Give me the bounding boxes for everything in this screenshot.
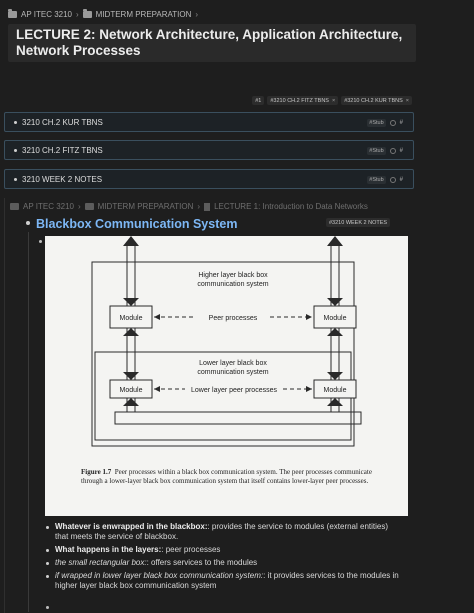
tag-chip[interactable]: #3210 CH.2 KUR TBNS× [341, 96, 412, 105]
figure-image: Higher layer black box communication sys… [45, 236, 408, 516]
page-title-box[interactable]: LECTURE 2: Network Architecture, Applica… [8, 24, 416, 62]
notes-list: Whatever is enwrapped in the blackbox:: … [40, 522, 400, 594]
note-text[interactable]: the small rectangular box:: offers servi… [55, 558, 258, 567]
embed-tags: #Stub # [367, 119, 403, 127]
module-label: Module [324, 315, 347, 322]
bullet-icon[interactable] [14, 177, 17, 181]
bullet-icon[interactable] [46, 562, 49, 565]
breadcrumb-item[interactable]: LECTURE 1: Introduction to Data Networks [214, 202, 368, 211]
stub-tag[interactable]: #Stub [367, 119, 386, 127]
bullet-icon[interactable] [39, 240, 42, 243]
embed-label[interactable]: 3210 WEEK 2 NOTES [22, 174, 103, 184]
breadcrumb-item[interactable]: AP ITEC 3210 [21, 9, 72, 19]
blackbox-diagram: Higher layer black box communication sys… [91, 236, 362, 447]
tag-label: #3210 WEEK 2 NOTES [329, 219, 388, 226]
hash-icon[interactable]: # [399, 148, 403, 154]
tag-row: #1 #3210 CH.2 FITZ TBNS× #3210 CH.2 KUR … [252, 96, 412, 105]
bullet-icon[interactable] [46, 575, 49, 578]
list-item[interactable]: if wrapped in lower layer black box comm… [40, 571, 400, 591]
folder-icon [84, 203, 94, 210]
tag-chip[interactable]: #3210 WEEK 2 NOTES [326, 218, 391, 227]
circle-icon[interactable] [389, 148, 396, 154]
chevron-right-icon: › [78, 202, 81, 211]
embed-block[interactable]: 3210 CH.2 KUR TBNS #Stub # [4, 112, 414, 132]
folder-icon [82, 8, 92, 18]
close-icon[interactable]: × [405, 97, 409, 104]
tag-label: #1 [255, 97, 262, 104]
caption-prefix: Figure 1.7 [81, 468, 112, 476]
block-breadcrumb: AP ITEC 3210 › MIDTERM PREPARATION › LEC… [10, 202, 368, 211]
transcluded-block [4, 198, 414, 613]
module-label: Module [324, 387, 347, 394]
tag-label: #3210 CH.2 FITZ TBNS [270, 97, 329, 104]
lower-layer-label: communication system [197, 369, 268, 376]
breadcrumb: AP ITEC 3210 › MIDTERM PREPARATION › [8, 8, 198, 20]
embed-block[interactable]: 3210 CH.2 FITZ TBNS #Stub # [4, 140, 414, 160]
bullet-icon[interactable] [14, 148, 17, 152]
stub-tag[interactable]: #Stub [367, 147, 386, 155]
hash-icon[interactable]: # [399, 177, 403, 183]
embed-tags: #Stub # [367, 176, 403, 184]
bullet-icon[interactable] [46, 549, 49, 552]
list-item[interactable]: the small rectangular box:: offers servi… [40, 558, 400, 568]
circle-icon[interactable] [389, 120, 396, 126]
embed-tags: #Stub # [367, 147, 403, 155]
bullet-icon[interactable] [26, 221, 30, 225]
lower-peer-label: Lower layer peer processes [191, 387, 277, 394]
caption-text: Peer processes within a black box commun… [81, 468, 372, 485]
stub-tag[interactable]: #Stub [367, 176, 386, 184]
lower-layer-label: Lower layer black box [199, 360, 267, 367]
bullet-icon[interactable] [46, 606, 49, 609]
circle-icon[interactable] [389, 177, 396, 183]
note-text[interactable]: if wrapped in lower layer black box comm… [55, 571, 399, 590]
bullet-icon[interactable] [14, 120, 17, 124]
higher-layer-label: Higher layer black box [198, 272, 268, 279]
peer-processes-label: Peer processes [209, 315, 258, 322]
module-label: Module [120, 315, 143, 322]
breadcrumb-item[interactable]: AP ITEC 3210 [23, 202, 74, 211]
document-icon [204, 202, 211, 211]
note-text[interactable]: Whatever is enwrapped in the blackbox:: … [55, 522, 389, 541]
chevron-right-icon: › [197, 202, 201, 211]
embed-label[interactable]: 3210 CH.2 KUR TBNS [22, 117, 103, 127]
tag-chip[interactable]: #1 [252, 96, 265, 105]
higher-layer-label: communication system [197, 281, 268, 288]
tag-chip[interactable]: #3210 CH.2 FITZ TBNS× [267, 96, 339, 105]
list-item[interactable]: What happens in the layers:: peer proces… [40, 545, 400, 555]
embed-label[interactable]: 3210 CH.2 FITZ TBNS [22, 145, 103, 155]
block-heading[interactable]: Blackbox Communication System [36, 217, 238, 231]
breadcrumb-item[interactable]: MIDTERM PREPARATION [97, 202, 194, 211]
list-item[interactable]: Whatever is enwrapped in the blackbox:: … [40, 522, 400, 542]
page-title[interactable]: LECTURE 2: Network Architecture, Applica… [16, 27, 403, 58]
embed-block[interactable]: 3210 WEEK 2 NOTES #Stub # [4, 169, 414, 189]
module-label: Module [120, 387, 143, 394]
tag-label: #3210 CH.2 KUR TBNS [344, 97, 403, 104]
indent-guide[interactable] [28, 232, 29, 612]
chevron-right-icon: › [195, 9, 199, 19]
hash-icon[interactable]: # [399, 120, 403, 126]
close-icon[interactable]: × [331, 97, 336, 104]
figure-caption: Figure 1.7 Peer processes within a black… [81, 468, 381, 485]
breadcrumb-item[interactable]: MIDTERM PREPARATION [95, 9, 192, 19]
folder-icon [10, 203, 19, 210]
bullet-icon[interactable] [46, 526, 49, 529]
chevron-right-icon: › [76, 9, 79, 19]
note-text[interactable]: What happens in the layers:: peer proces… [55, 545, 221, 554]
folder-icon [8, 8, 17, 18]
